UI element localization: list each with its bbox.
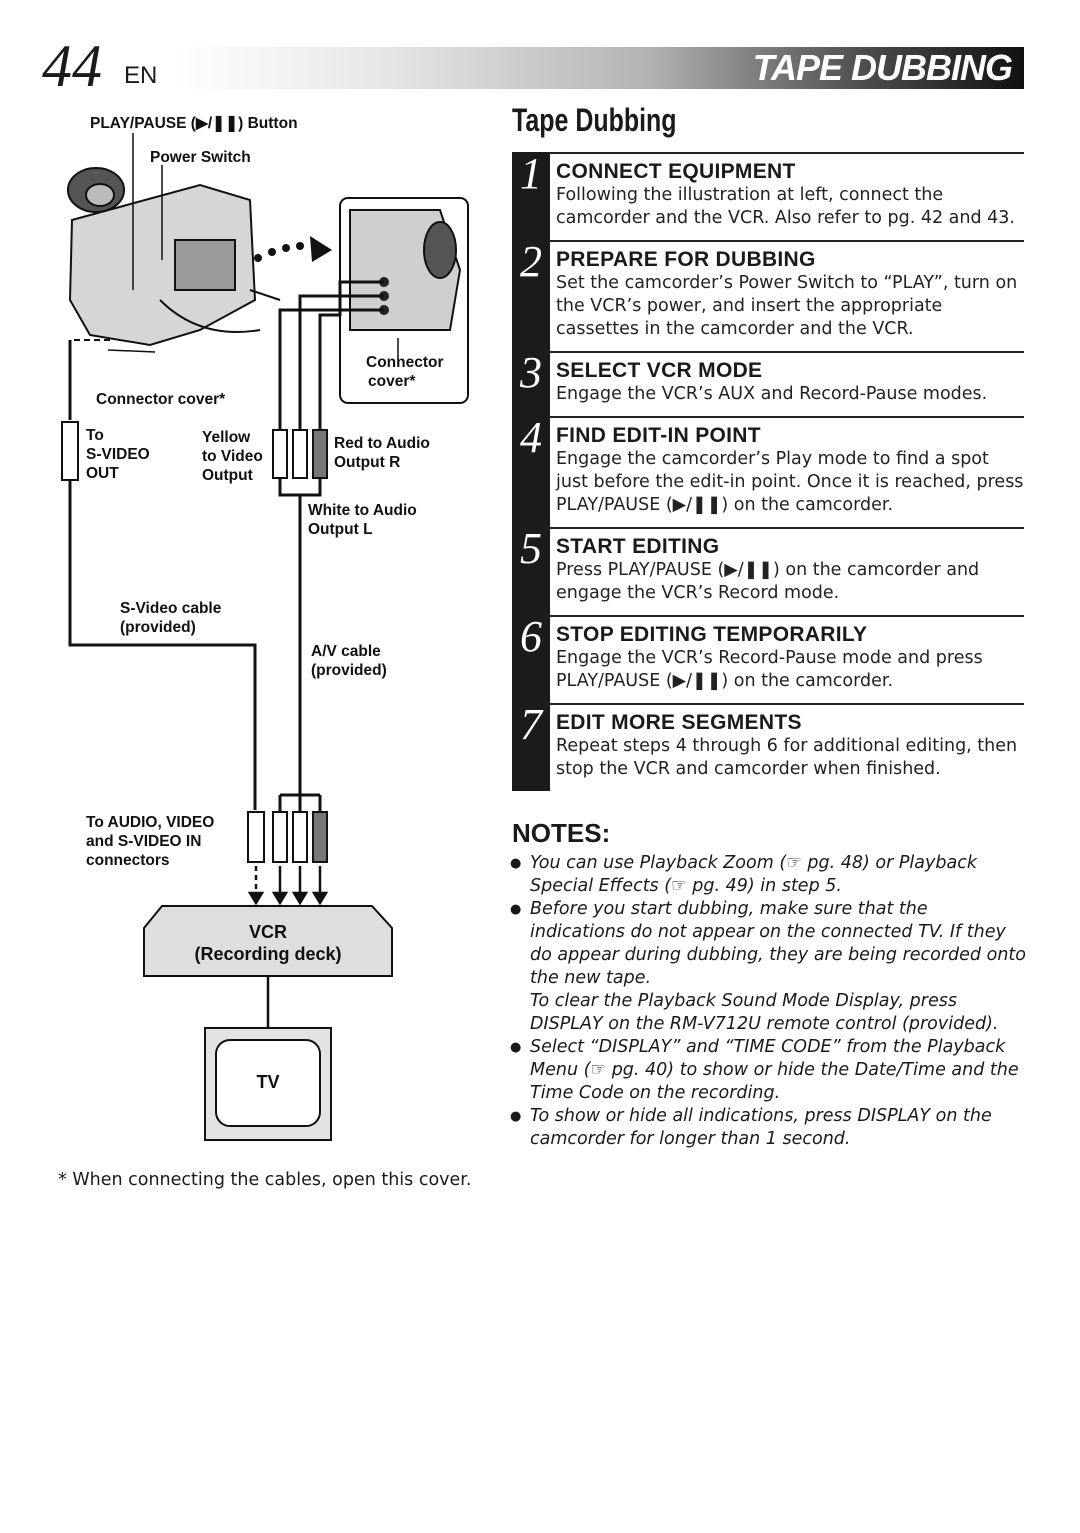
upper-plugs xyxy=(61,421,328,481)
connector-cover-right-label: Connector cover* xyxy=(366,353,444,391)
vcr-line2: (Recording deck) xyxy=(194,944,342,964)
language-code: EN xyxy=(124,62,158,89)
yellow-line2: to Video xyxy=(202,448,263,465)
svideo-cable-label: S-Video cable (provided) xyxy=(120,599,221,637)
vcr-input-label: To AUDIO, VIDEO and S-VIDEO IN connector… xyxy=(86,813,214,870)
step-title: STOP EDITING TEMPORARILY xyxy=(556,623,868,646)
av-cable-line2: (provided) xyxy=(311,662,387,679)
white-line2: Output L xyxy=(308,521,373,538)
step-number: 6 xyxy=(520,612,542,661)
svideo-out-line3: OUT xyxy=(86,465,119,482)
vcr-input-line2: and S-VIDEO IN xyxy=(86,833,202,850)
svideo-out-line1: To xyxy=(86,427,104,444)
svideo-cable-line1: S-Video cable xyxy=(120,600,222,617)
svideo-cable-line2: (provided) xyxy=(120,619,196,636)
av-cable-label: A/V cable (provided) xyxy=(311,642,387,680)
svideo-out-line2: S-VIDEO xyxy=(86,446,150,463)
step-title: CONNECT EQUIPMENT xyxy=(556,160,796,183)
banner-title: TAPE DUBBING xyxy=(752,47,1013,88)
lower-plugs xyxy=(247,811,328,863)
step-text: Engage the VCR’s Record-Pause mode and p… xyxy=(556,648,983,691)
step-text: Set the camcorder’s Power Switch to “PLA… xyxy=(556,273,1018,339)
step-title: PREPARE FOR DUBBING xyxy=(556,248,816,271)
red-line1: Red to Audio xyxy=(334,435,430,452)
vcr-box xyxy=(143,905,393,977)
play-pause-button-label: PLAY/PAUSE (▶/❚❚) Button xyxy=(90,115,298,132)
step-text: Engage the camcorder’s Play mode to find… xyxy=(556,449,1024,515)
vcr-input-line3: connectors xyxy=(86,852,170,869)
footnote: * When connecting the cables, open this … xyxy=(58,1170,472,1190)
step-number: 4 xyxy=(520,413,542,462)
yellow-line3: Output xyxy=(202,467,253,484)
step-number: 2 xyxy=(520,237,542,286)
notes-list: You can use Playback Zoom (☞ pg. 48) or … xyxy=(508,852,1028,1151)
connector-cover-right-line1: Connector xyxy=(366,354,444,371)
white-audio-label: White to Audio Output L xyxy=(308,501,417,539)
step-number: 1 xyxy=(520,149,542,198)
note-item: Before you start dubbing, make sure that… xyxy=(508,898,1028,990)
white-line1: White to Audio xyxy=(308,502,417,519)
note-subnote: To clear the Playback Sound Mode Display… xyxy=(530,991,999,1034)
power-switch-label: Power Switch xyxy=(150,149,251,166)
connector-cover-right-line2: cover* xyxy=(368,373,416,390)
yellow-line1: Yellow xyxy=(202,429,251,446)
vcr-input-line1: To AUDIO, VIDEO xyxy=(86,814,215,831)
step-number: 7 xyxy=(520,700,542,749)
section-title: Tape Dubbing xyxy=(512,102,677,138)
vcr-line1: VCR xyxy=(248,922,287,942)
step-title: FIND EDIT-IN POINT xyxy=(556,424,761,447)
yellow-video-label: Yellow to Video Output xyxy=(202,428,263,485)
connector-cover-label: Connector cover* xyxy=(96,391,226,408)
note-item: To show or hide all indications, press D… xyxy=(508,1105,1028,1151)
insert-arrow xyxy=(254,236,332,262)
step-title: EDIT MORE SEGMENTS xyxy=(556,711,802,734)
step-title: START EDITING xyxy=(556,535,720,558)
note-item: Select “DISPLAY” and “TIME CODE” from th… xyxy=(508,1036,1028,1105)
note-item: You can use Playback Zoom (☞ pg. 48) or … xyxy=(508,852,1028,898)
vcr-label: VCR (Recording deck) xyxy=(144,921,392,965)
step-text: Following the illustration at left, conn… xyxy=(556,185,1015,228)
tv-label: TV xyxy=(256,1072,280,1092)
step-text: Repeat steps 4 through 6 for additional … xyxy=(556,736,1018,779)
section-banner: TAPE DUBBING xyxy=(175,47,1024,89)
page-number: 44 xyxy=(42,33,102,99)
camcorder-illustration xyxy=(67,167,281,347)
step-number: 5 xyxy=(520,524,542,573)
svideo-out-label: To S-VIDEO OUT xyxy=(86,426,150,483)
av-cable-line1: A/V cable xyxy=(311,643,381,660)
notes-heading: NOTES: xyxy=(512,818,611,848)
step-number: 3 xyxy=(520,348,542,397)
connection-diagram xyxy=(61,133,469,1141)
red-audio-label: Red to Audio Output R xyxy=(334,434,430,472)
step-text: Press PLAY/PAUSE (▶/❚❚) on the camcorder… xyxy=(556,560,980,603)
step-text: Engage the VCR’s AUX and Record-Pause mo… xyxy=(556,384,988,404)
red-line2: Output R xyxy=(334,454,401,471)
step-title: SELECT VCR MODE xyxy=(556,359,763,382)
